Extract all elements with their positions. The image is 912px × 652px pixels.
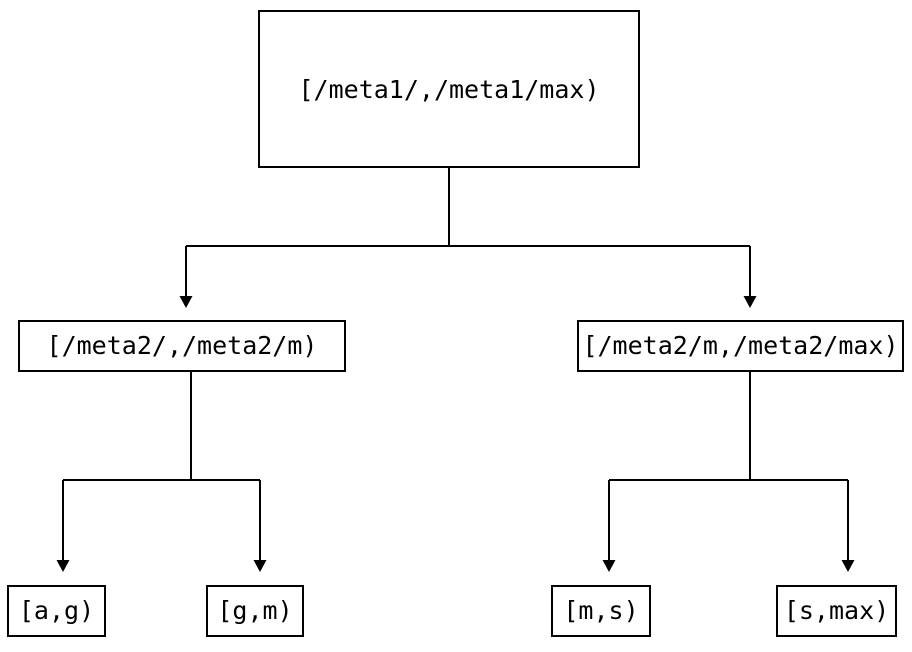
node-leaf-1-label: [a,g) — [19, 596, 94, 625]
arrowhead-root-to-mid-left-icon — [179, 296, 193, 308]
node-mid-left[interactable]: [/meta2/,/meta2/m) — [17, 319, 347, 373]
node-mid-right[interactable]: [/meta2/m,/meta2/max) — [576, 319, 905, 373]
arrowhead-mid-left-to-leaf1-icon — [56, 560, 70, 572]
node-leaf-1-box[interactable] — [6, 584, 107, 638]
edge-group-mid-left — [56, 371, 267, 572]
node-leaf-2-box[interactable] — [205, 584, 305, 638]
node-root-label: [/meta1/,/meta1/max) — [298, 75, 599, 104]
node-leaf-4-box[interactable] — [775, 584, 898, 638]
node-mid-left-label: [/meta2/,/meta2/m) — [47, 331, 318, 360]
node-root[interactable]: [/meta1/,/meta1/max) — [257, 9, 641, 169]
node-mid-right-label: [/meta2/m,/meta2/max) — [582, 331, 898, 360]
node-leaf-3-box[interactable] — [550, 584, 652, 638]
arrowhead-mid-right-to-leaf4-icon — [841, 560, 855, 572]
arrowhead-mid-left-to-leaf2-icon — [253, 560, 267, 572]
node-leaf-2[interactable]: [g,m) — [205, 584, 305, 638]
node-mid-right-box[interactable] — [576, 319, 905, 373]
node-leaf-4[interactable]: [s,max) — [775, 584, 898, 638]
node-leaf-3[interactable]: [m,s) — [550, 584, 652, 638]
node-leaf-2-label: [g,m) — [217, 596, 292, 625]
edge-group-mid-right — [602, 371, 855, 572]
node-leaf-1[interactable]: [a,g) — [6, 584, 107, 638]
node-leaf-3-label: [m,s) — [563, 596, 638, 625]
node-root-box[interactable] — [257, 9, 641, 169]
node-leaf-4-label: [s,max) — [784, 596, 889, 625]
node-mid-left-box[interactable] — [17, 319, 347, 373]
arrowhead-mid-right-to-leaf3-icon — [602, 560, 616, 572]
edge-group-root — [179, 167, 757, 308]
arrowhead-root-to-mid-right-icon — [743, 296, 757, 308]
